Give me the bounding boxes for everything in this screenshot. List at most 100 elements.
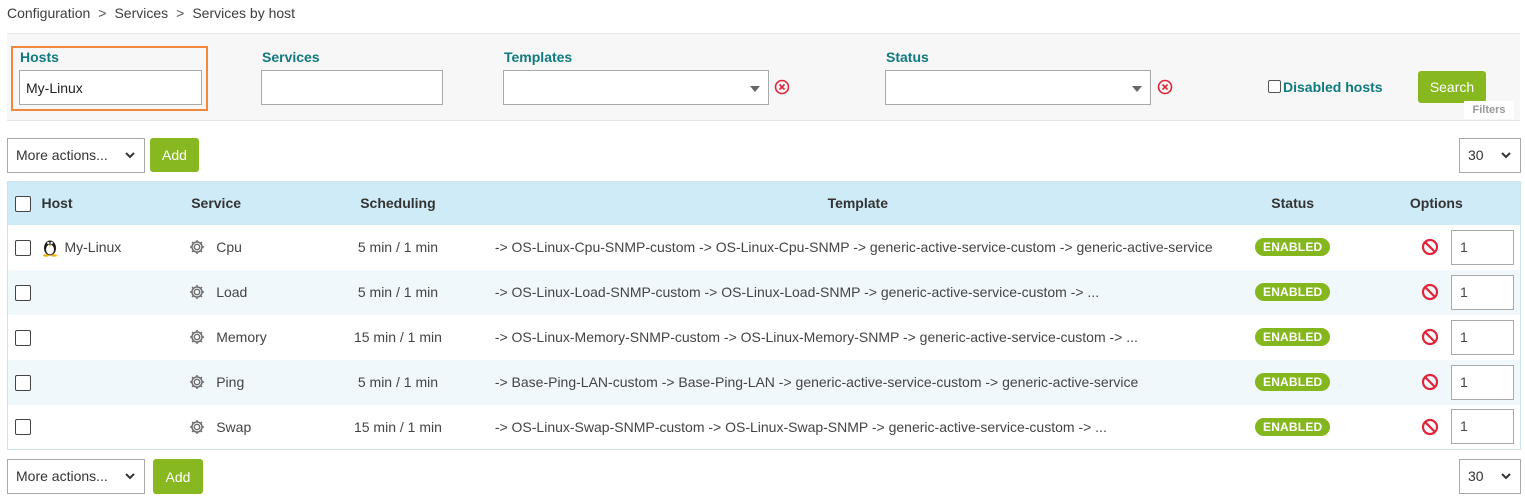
- table-row[interactable]: Ping 5 min / 1 min -> Base-Ping-LAN-cust…: [7, 359, 1521, 405]
- hosts-filter-highlight: [11, 46, 208, 111]
- chevron-down-icon: [125, 473, 135, 480]
- filters-tab[interactable]: Filters: [1464, 101, 1514, 119]
- chevron-down-icon: [1501, 152, 1511, 159]
- template-cell: -> OS-Linux-Swap-SNMP-custom -> OS-Linux…: [482, 404, 1233, 450]
- column-header-scheduling[interactable]: Scheduling: [313, 181, 483, 225]
- duplicate-count-input[interactable]: 1: [1451, 319, 1514, 355]
- table-row[interactable]: Load 5 min / 1 min -> OS-Linux-Load-SNMP…: [7, 269, 1521, 315]
- template-cell: -> OS-Linux-Load-SNMP-custom -> OS-Linux…: [482, 269, 1233, 315]
- filter-bar: Hosts Services Templates Status Disabled…: [7, 33, 1520, 121]
- service-cell: Memory: [183, 314, 314, 360]
- row-checkbox[interactable]: [15, 329, 32, 346]
- scheduling-cell: 5 min / 1 min: [313, 224, 483, 270]
- duplicate-count-input[interactable]: 1: [1451, 409, 1514, 445]
- more-actions-label: More actions...: [16, 468, 108, 484]
- table-header-row: Host Service Scheduling Template Status …: [7, 181, 1521, 225]
- templates-label: Templates: [504, 49, 573, 65]
- templates-select[interactable]: [503, 70, 769, 105]
- service-name[interactable]: Cpu: [216, 239, 242, 256]
- add-button-top[interactable]: Add: [150, 138, 199, 172]
- row-checkbox[interactable]: [15, 284, 32, 301]
- host-name[interactable]: My-Linux: [64, 239, 122, 255]
- row-checkbox[interactable]: [15, 419, 32, 436]
- host-cell: [33, 359, 184, 405]
- status-badge: ENABLED: [1254, 417, 1331, 436]
- column-header-template[interactable]: Template: [482, 181, 1233, 225]
- page-size-select-top[interactable]: 30: [1459, 138, 1521, 173]
- scheduling-cell: 5 min / 1 min: [313, 359, 483, 405]
- scheduling-cell: 5 min / 1 min: [313, 269, 483, 315]
- clear-status-icon[interactable]: [1157, 79, 1173, 95]
- linux-tux-icon: [43, 240, 58, 257]
- status-badge: ENABLED: [1254, 328, 1331, 346]
- services-input[interactable]: [261, 70, 443, 105]
- chevron-down-icon: [1132, 86, 1142, 92]
- status-label: Status: [886, 49, 929, 65]
- table-row[interactable]: My-Linux Cpu 5 min / 1 min -> OS-Linux-C…: [7, 224, 1521, 270]
- services-label: Services: [262, 49, 320, 65]
- disabled-hosts-checkbox[interactable]: [1268, 80, 1281, 93]
- template-cell: -> Base-Ping-LAN-custom -> Base-Ping-LAN…: [482, 359, 1233, 405]
- more-actions-select-top[interactable]: More actions...: [7, 138, 145, 173]
- column-header-options: Options: [1352, 181, 1521, 225]
- template-cell: -> OS-Linux-Cpu-SNMP-custom -> OS-Linux-…: [482, 224, 1233, 270]
- service-cell: Ping: [183, 359, 314, 405]
- clear-templates-icon[interactable]: [774, 79, 790, 95]
- breadcrumb-separator: >: [176, 5, 185, 21]
- breadcrumb-services[interactable]: Services: [114, 5, 169, 21]
- service-name[interactable]: Ping: [216, 374, 245, 391]
- more-actions-select-bottom[interactable]: More actions...: [7, 459, 145, 494]
- breadcrumb-services-by-host[interactable]: Services by host: [192, 5, 296, 21]
- row-checkbox[interactable]: [15, 239, 32, 256]
- disable-icon[interactable]: [1421, 328, 1439, 346]
- hosts-input[interactable]: [19, 70, 202, 105]
- disable-icon[interactable]: [1421, 373, 1439, 391]
- chevron-down-icon: [1501, 473, 1511, 480]
- services-table: Host Service Scheduling Template Status …: [7, 181, 1521, 450]
- gear-icon: [190, 330, 205, 345]
- chevron-down-icon: [750, 86, 760, 92]
- row-checkbox[interactable]: [15, 374, 32, 391]
- page-size-value: 30: [1468, 468, 1484, 484]
- disable-icon[interactable]: [1421, 418, 1439, 436]
- host-cell: [33, 404, 184, 450]
- search-button[interactable]: Search: [1418, 71, 1486, 103]
- template-cell: -> OS-Linux-Memory-SNMP-custom -> OS-Lin…: [482, 314, 1233, 360]
- service-name[interactable]: Memory: [216, 329, 267, 346]
- duplicate-count-input[interactable]: 1: [1451, 364, 1514, 400]
- service-cell: Load: [183, 269, 314, 315]
- service-cell: Cpu: [183, 224, 314, 270]
- gear-icon: [190, 285, 205, 300]
- add-button-bottom[interactable]: Add: [153, 459, 203, 494]
- select-all-checkbox[interactable]: [15, 195, 32, 212]
- table-row[interactable]: Swap 15 min / 1 min -> OS-Linux-Swap-SNM…: [7, 404, 1521, 450]
- service-name[interactable]: Swap: [216, 418, 252, 435]
- column-header-service[interactable]: Service: [183, 181, 314, 225]
- status-select[interactable]: [885, 70, 1151, 105]
- duplicate-count-input[interactable]: 1: [1451, 229, 1514, 265]
- gear-icon: [190, 419, 205, 434]
- gear-icon: [190, 240, 205, 255]
- duplicate-count-input[interactable]: 1: [1451, 274, 1514, 310]
- column-header-host[interactable]: Host: [33, 181, 184, 225]
- status-badge: ENABLED: [1254, 373, 1331, 391]
- column-header-status[interactable]: Status: [1232, 181, 1353, 225]
- service-name[interactable]: Load: [216, 284, 248, 301]
- page-size-value: 30: [1468, 147, 1484, 163]
- service-cell: Swap: [183, 404, 314, 450]
- host-cell: [33, 269, 184, 315]
- status-badge: ENABLED: [1254, 283, 1331, 301]
- scheduling-cell: 15 min / 1 min: [313, 314, 483, 360]
- page-size-select-bottom[interactable]: 30: [1459, 459, 1521, 494]
- disabled-hosts-label[interactable]: Disabled hosts: [1283, 79, 1383, 95]
- table-row[interactable]: Memory 15 min / 1 min -> OS-Linux-Memory…: [7, 314, 1521, 360]
- host-cell: My-Linux: [33, 224, 184, 270]
- breadcrumb-separator: >: [98, 5, 107, 21]
- more-actions-label: More actions...: [16, 147, 108, 163]
- breadcrumb-configuration[interactable]: Configuration: [7, 5, 91, 21]
- hosts-label: Hosts: [20, 49, 59, 65]
- disable-icon[interactable]: [1421, 238, 1439, 256]
- status-badge: ENABLED: [1254, 238, 1331, 256]
- gear-icon: [190, 375, 205, 390]
- disable-icon[interactable]: [1421, 283, 1439, 301]
